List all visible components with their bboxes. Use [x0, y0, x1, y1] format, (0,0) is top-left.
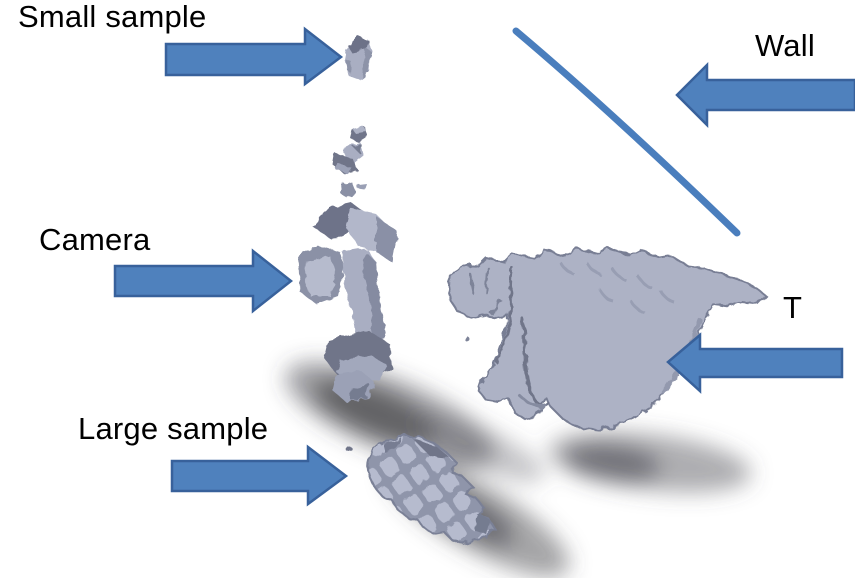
small-sample-arrow: [164, 26, 344, 87]
large-sample-label: Large sample: [78, 411, 269, 446]
wall-line: [512, 27, 741, 237]
small-sample-object: [345, 36, 372, 80]
debris-fragments: [332, 126, 368, 197]
camera-label: Camera: [39, 222, 151, 257]
large-sample-object: [346, 435, 496, 546]
camera-shadow-tail: [415, 414, 545, 482]
camera-arrow: [113, 248, 294, 314]
t-arrow: [666, 332, 844, 394]
small-sample-label: Small sample: [18, 0, 207, 34]
t-shadow-core: [564, 444, 660, 482]
wall-arrow: [675, 61, 855, 129]
t-object: [446, 246, 768, 432]
large-sample-arrow: [170, 444, 349, 507]
wall-label: Wall: [755, 28, 815, 63]
t-label: T: [783, 290, 803, 325]
camera-object: [298, 203, 398, 402]
